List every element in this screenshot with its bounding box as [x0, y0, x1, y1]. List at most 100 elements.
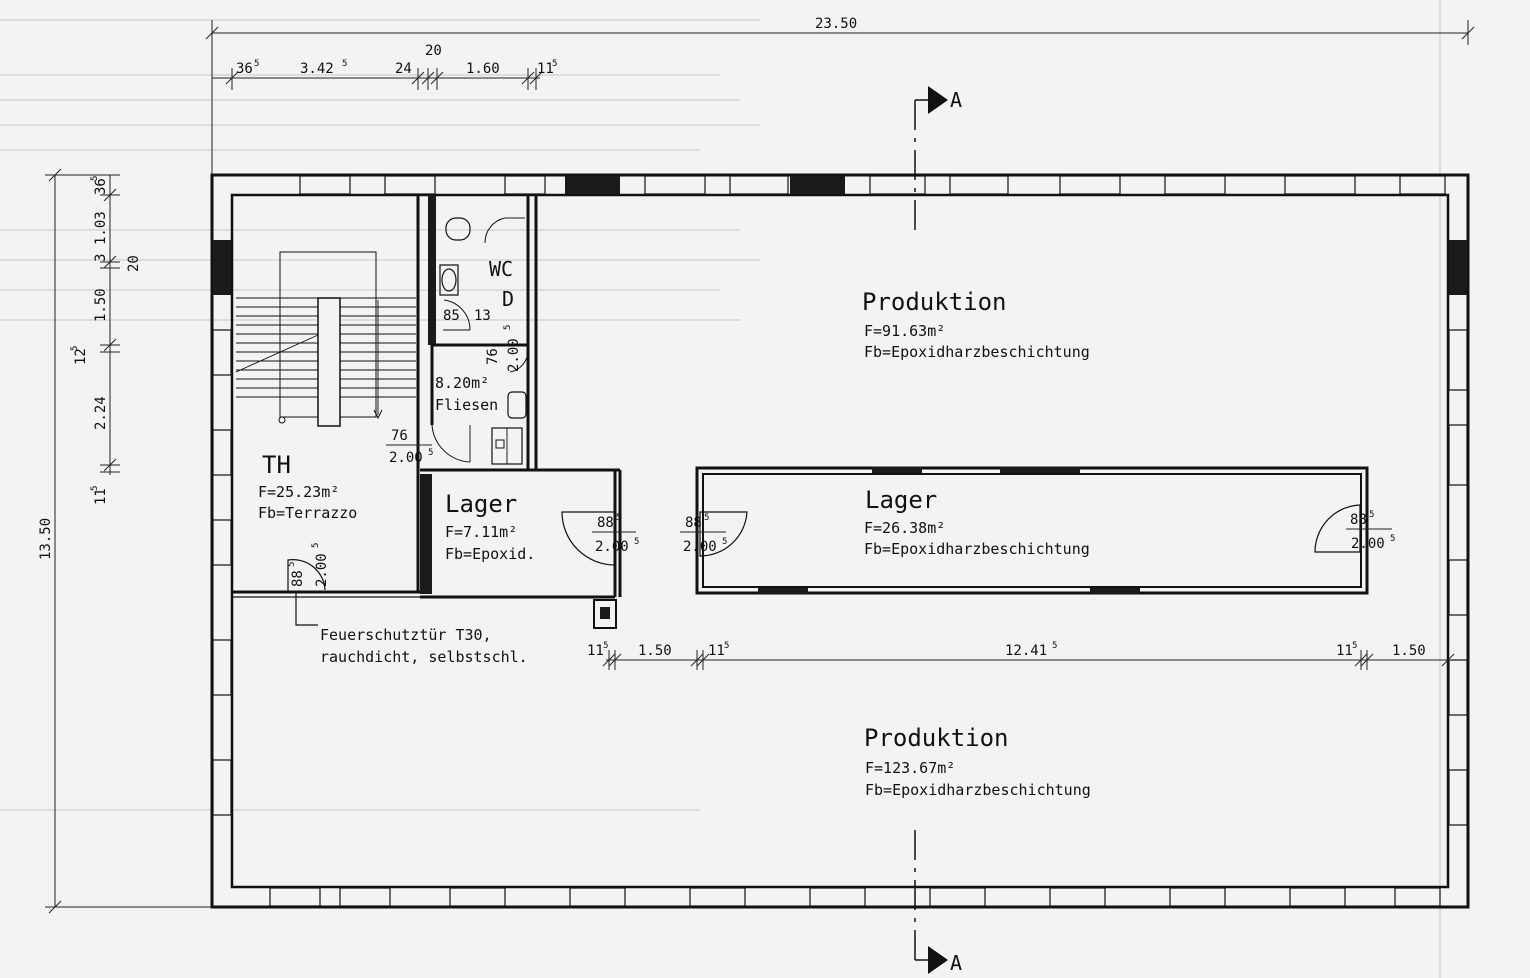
dim-left-6: 12 [73, 348, 89, 365]
door-wc2-height: 2.00 [506, 338, 522, 372]
svg-text:5: 5 [724, 641, 729, 651]
section-label-top: A [950, 88, 962, 112]
room-floor: Fb=Terrazzo [258, 504, 357, 522]
dim-mid-4: 12.41 [1005, 643, 1047, 659]
room-name: Produktion [864, 724, 1009, 752]
fire-door-note-line1: Feuerschutztür T30, [320, 626, 492, 644]
door-wc1-width: 85 [443, 308, 460, 324]
svg-text:5: 5 [634, 537, 639, 547]
right-windows [1448, 240, 1468, 826]
room-floor: Fliesen [435, 396, 498, 414]
door-fire-height: 2.00 [314, 553, 330, 587]
room-sub: D [502, 287, 514, 311]
door-labels: 85 13 76 2.00 5 76 2.00 5 88 5 2.00 5 88… [287, 308, 1395, 587]
door-fire-width: 88 [290, 570, 306, 587]
dim-left-3: 3 [93, 254, 109, 262]
room-name: TH [262, 451, 291, 479]
dim-left-4: 20 [126, 255, 142, 272]
svg-text:5: 5 [428, 448, 433, 458]
dim-mid-5: 11 [1336, 643, 1353, 659]
svg-text:5: 5 [1052, 641, 1057, 651]
dim-mid-1: 11 [587, 643, 604, 659]
svg-text:5: 5 [287, 562, 297, 567]
room-area: F=25.23m² [258, 483, 339, 501]
room-floor: Fb=Epoxidharzbeschichtung [864, 540, 1090, 558]
door-th-width: 76 [391, 428, 408, 444]
dim-top-6: 11 [537, 61, 554, 77]
dim-left-1: 36 [93, 178, 109, 195]
svg-text:5: 5 [90, 486, 100, 491]
door-wc2-width: 76 [485, 348, 501, 365]
door-lager-small-height: 2.00 [595, 539, 629, 555]
room-area: 8.20m² [435, 374, 489, 392]
svg-text:5: 5 [503, 325, 513, 330]
dimension-left-overall: 13.50 [38, 168, 212, 914]
room-production-top: Produktion F=91.63m² Fb=Epoxidharzbeschi… [862, 288, 1090, 361]
door-lager-right-width: 88 [1350, 512, 1367, 528]
dim-top-5: 1.60 [466, 61, 500, 77]
section-marker-bottom: A [914, 830, 962, 975]
door-wc1-extra: 13 [474, 308, 491, 324]
bottom-windows [269, 887, 1441, 907]
door-lager-small-width: 88 [597, 515, 614, 531]
room-wc: WC D 8.20m² Fliesen [435, 257, 514, 414]
svg-text:5: 5 [70, 346, 80, 351]
room-production-bottom: Produktion F=123.67m² Fb=Epoxidharzbesch… [864, 724, 1091, 799]
dim-mid-6: 1.50 [1392, 643, 1426, 659]
dim-top-4: 20 [425, 43, 442, 59]
room-name: Lager [445, 490, 517, 518]
left-windows [212, 240, 232, 816]
room-floor: Fb=Epoxid. [445, 545, 535, 563]
svg-text:5: 5 [722, 537, 727, 547]
section-marker-top: A [914, 86, 962, 230]
room-lager-large: Lager F=26.38m² Fb=Epoxidharzbeschichtun… [864, 486, 1090, 558]
room-area: F=26.38m² [864, 519, 945, 537]
svg-text:5: 5 [311, 543, 321, 548]
svg-text:5: 5 [342, 59, 347, 69]
svg-text:5: 5 [1352, 641, 1357, 651]
svg-text:5: 5 [1369, 510, 1374, 520]
dim-left-7: 2.24 [93, 396, 109, 430]
dim-overall-width: 23.50 [815, 16, 857, 32]
dim-overall-height: 13.50 [38, 518, 54, 560]
room-area: F=7.11m² [445, 523, 517, 541]
dim-top-1: 36 [236, 61, 253, 77]
stair [235, 251, 416, 427]
door-lager-left-width: 88 [685, 515, 702, 531]
svg-text:5: 5 [90, 176, 100, 181]
dim-mid-2: 1.50 [638, 643, 672, 659]
fire-door-note: Feuerschutztür T30, rauchdicht, selbstsc… [320, 626, 528, 666]
room-name: Produktion [862, 288, 1007, 316]
dimension-left-chain: 36 5 1.03 3 20 1.50 12 5 2.24 11 5 [70, 175, 142, 505]
dim-top-3: 24 [395, 61, 412, 77]
room-floor: Fb=Epoxidharzbeschichtung [864, 343, 1090, 361]
interior-walls [232, 195, 1369, 629]
svg-text:5: 5 [616, 513, 621, 523]
room-area: F=123.67m² [865, 759, 955, 777]
dimension-top-overall: 23.50 [205, 16, 1475, 175]
dimension-mid-chain: 11 5 1.50 11 5 12.41 5 11 5 1.50 [587, 641, 1455, 670]
svg-text:5: 5 [254, 59, 259, 69]
room-area: F=91.63m² [864, 322, 945, 340]
wc-fixtures [431, 217, 529, 465]
room-name: WC [489, 257, 513, 281]
room-name: Lager [865, 486, 937, 514]
door-th-height: 2.00 [389, 450, 423, 466]
door-lager-right-height: 2.00 [1351, 536, 1385, 552]
top-windows [299, 175, 1446, 195]
svg-text:5: 5 [1390, 534, 1395, 544]
section-label-bottom: A [950, 951, 962, 975]
dim-top-2: 3.42 [300, 61, 334, 77]
room-lager-small: Lager F=7.11m² Fb=Epoxid. [445, 490, 535, 563]
dim-left-8: 11 [93, 488, 109, 505]
dim-mid-3: 11 [708, 643, 725, 659]
door-swings [287, 504, 1361, 626]
paper-bleed [0, 0, 1441, 978]
outer-walls [210, 173, 1470, 909]
dimension-top-chain: 36 5 3.42 5 24 20 1.60 11 5 [212, 43, 557, 90]
svg-text:5: 5 [704, 513, 709, 523]
door-lager-left-height: 2.00 [683, 539, 717, 555]
svg-text:5: 5 [552, 59, 557, 69]
